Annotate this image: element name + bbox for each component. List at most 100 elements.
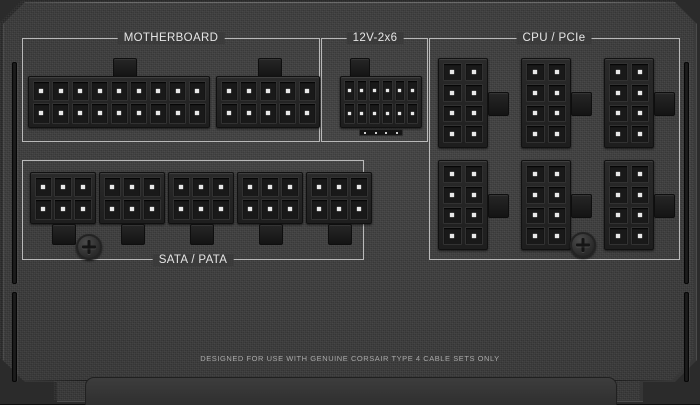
pin-socket xyxy=(110,103,128,124)
sense-pin-strip-12v-2x6 xyxy=(359,129,403,136)
pin-socket xyxy=(356,80,368,101)
connector-pcie-12v-2x6[interactable] xyxy=(340,76,422,128)
pin-socket xyxy=(298,103,316,124)
pin-socket xyxy=(526,185,545,204)
pin-socket xyxy=(464,83,483,102)
pin-socket xyxy=(71,103,89,124)
pin-socket xyxy=(394,80,406,101)
pin-socket xyxy=(261,176,279,197)
pin-socket xyxy=(630,83,649,102)
pin-socket xyxy=(394,103,406,124)
latch-tab-cpu-pcie-4 xyxy=(488,194,509,218)
pin-socket xyxy=(526,104,545,123)
pin-socket xyxy=(630,63,649,81)
pin-socket xyxy=(172,199,190,220)
section-label-12v-2x6: 12V-2x6 xyxy=(346,32,404,44)
pin-socket xyxy=(241,176,259,197)
pin-socket xyxy=(34,176,52,197)
pin-socket xyxy=(547,83,566,102)
pin-socket xyxy=(310,199,328,220)
pin-socket xyxy=(91,103,108,124)
connector-cpu-pcie-5[interactable] xyxy=(521,160,571,250)
pin-socket xyxy=(330,199,348,220)
pin-socket xyxy=(220,80,238,101)
bottom-mounting-tab xyxy=(85,377,617,405)
latch-tab-sata-pata-3 xyxy=(190,224,214,245)
latch-tab-cpu-pcie-1 xyxy=(488,92,509,116)
pin-socket xyxy=(407,80,418,101)
pin-socket xyxy=(526,227,545,245)
screw-sata-lower-left xyxy=(76,234,102,260)
connector-atx-24pin-main-right[interactable] xyxy=(216,76,320,128)
pin-socket xyxy=(356,103,368,124)
pin-socket xyxy=(281,176,299,197)
pin-socket xyxy=(143,176,161,197)
connector-cpu-pcie-2[interactable] xyxy=(521,58,571,148)
pin-socket xyxy=(382,80,393,101)
section-label-motherboard: MOTHERBOARD xyxy=(117,32,225,44)
pin-socket xyxy=(298,80,316,101)
pin-socket xyxy=(344,103,355,124)
pin-socket xyxy=(382,103,393,124)
pin-socket xyxy=(464,185,483,204)
connector-sata-pata-4[interactable] xyxy=(237,172,303,224)
connector-sata-pata-1[interactable] xyxy=(30,172,96,224)
plate-top-bevel xyxy=(25,2,671,3)
pin-socket xyxy=(241,199,259,220)
pin-socket xyxy=(110,80,128,101)
latch-tab-motherboard-left xyxy=(113,58,137,78)
pin-socket xyxy=(526,206,545,225)
pin-socket xyxy=(609,104,628,123)
pin-socket xyxy=(240,80,257,101)
pin-socket xyxy=(149,80,167,101)
pin-socket xyxy=(279,80,296,101)
pin-socket xyxy=(149,103,167,124)
connector-cpu-pcie-1[interactable] xyxy=(438,58,488,148)
pin-socket xyxy=(369,80,380,101)
connector-cpu-pcie-6[interactable] xyxy=(604,160,654,250)
pin-socket xyxy=(188,80,206,101)
pin-socket xyxy=(547,227,566,245)
pin-socket xyxy=(609,83,628,102)
pin-socket xyxy=(54,199,72,220)
pin-socket xyxy=(259,103,277,124)
latch-tab-sata-pata-1 xyxy=(52,224,76,245)
latch-tab-cpu-pcie-3 xyxy=(654,92,675,116)
pin-socket xyxy=(630,185,649,204)
connector-cpu-pcie-3[interactable] xyxy=(604,58,654,148)
pin-socket xyxy=(172,176,190,197)
pin-socket xyxy=(630,227,649,245)
connector-atx-24pin-main-left[interactable] xyxy=(28,76,210,128)
pin-socket xyxy=(240,103,257,124)
pin-socket xyxy=(212,199,230,220)
pin-socket xyxy=(169,80,186,101)
pin-socket xyxy=(143,199,161,220)
latch-tab-sata-pata-5 xyxy=(328,224,352,245)
pin-socket xyxy=(464,227,483,245)
pin-socket xyxy=(443,227,462,245)
pin-socket xyxy=(350,176,368,197)
pin-socket xyxy=(123,176,141,197)
pin-socket xyxy=(443,63,462,81)
connector-sata-pata-3[interactable] xyxy=(168,172,234,224)
pin-socket xyxy=(630,206,649,225)
pin-socket xyxy=(609,165,628,183)
latch-tab-motherboard-right xyxy=(258,58,282,78)
connector-sata-pata-2[interactable] xyxy=(99,172,165,224)
connector-sata-pata-5[interactable] xyxy=(306,172,372,224)
pin-socket xyxy=(526,63,545,81)
pin-socket xyxy=(220,103,238,124)
latch-tab-sata-pata-2 xyxy=(121,224,145,245)
screw-cpu-pcie-lower xyxy=(570,232,596,258)
pin-socket xyxy=(212,176,230,197)
pin-socket xyxy=(443,125,462,143)
pin-socket xyxy=(630,104,649,123)
pin-socket xyxy=(526,125,545,143)
pin-socket xyxy=(330,176,348,197)
connector-cpu-pcie-4[interactable] xyxy=(438,160,488,250)
pin-socket xyxy=(630,125,649,143)
pin-socket xyxy=(547,206,566,225)
pin-socket xyxy=(74,199,92,220)
pin-socket xyxy=(443,206,462,225)
